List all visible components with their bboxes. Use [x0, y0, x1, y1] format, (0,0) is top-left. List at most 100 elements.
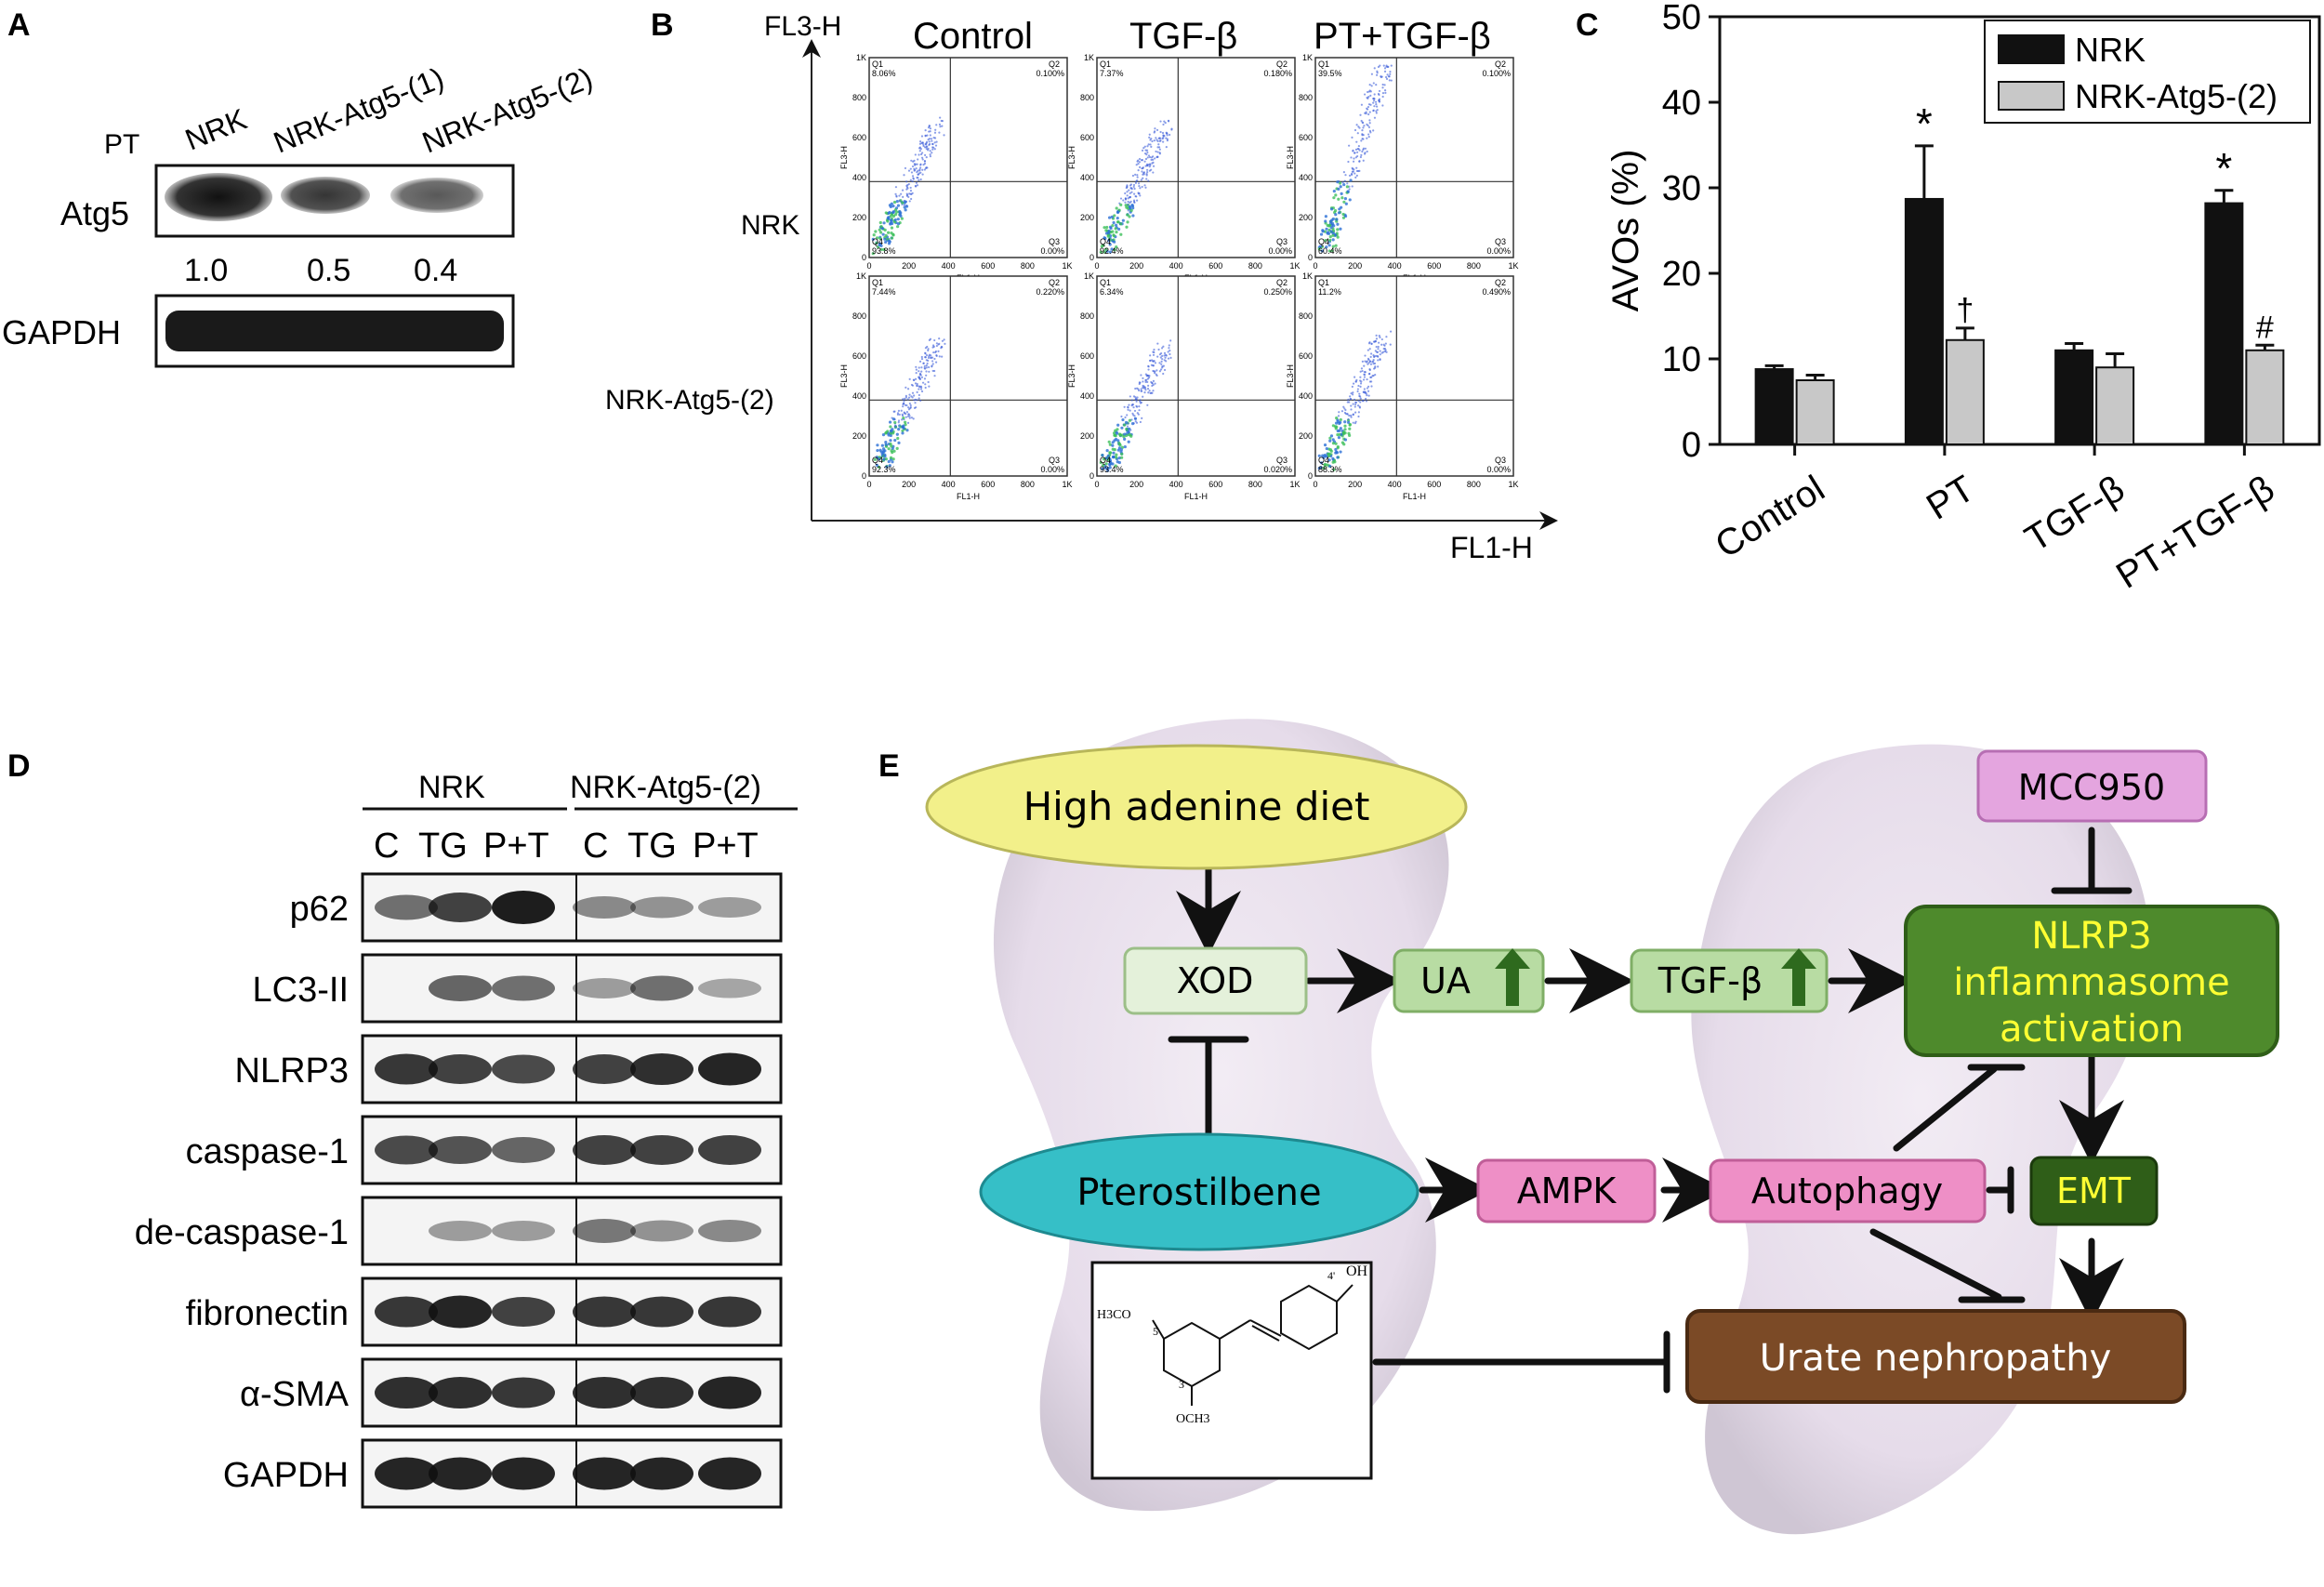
- event-dot: [1107, 440, 1111, 443]
- blot-label: fibronectin: [186, 1294, 349, 1333]
- event-dot: [1358, 160, 1361, 163]
- event-dot: [1367, 385, 1370, 388]
- event-dot: [1388, 75, 1391, 78]
- flow-y-axis-label: FL3-H: [764, 11, 841, 42]
- event-dot: [1136, 160, 1139, 163]
- event-dot: [1356, 404, 1360, 407]
- sub-x-tick: 800: [1021, 480, 1035, 489]
- event-dot: [931, 360, 934, 363]
- blot-band: [573, 1054, 636, 1084]
- event-dot: [1343, 196, 1348, 201]
- event-dot: [1344, 202, 1348, 205]
- event-dot: [909, 190, 913, 192]
- event-dot: [1128, 215, 1131, 218]
- event-dot: [1112, 451, 1116, 455]
- sub-x-tick: 600: [1427, 480, 1441, 489]
- event-dot: [1138, 405, 1141, 408]
- event-dot: [1380, 75, 1382, 78]
- event-dot: [1101, 463, 1105, 468]
- blot-band: [698, 978, 761, 998]
- event-dot: [893, 425, 896, 428]
- event-dot: [1126, 425, 1129, 428]
- event-dot: [890, 226, 894, 230]
- event-dot: [885, 465, 889, 469]
- event-dot: [1366, 137, 1368, 139]
- event-dot: [894, 213, 898, 217]
- event-dot: [1364, 147, 1367, 150]
- event-dot: [1348, 401, 1351, 403]
- event-dot: [1144, 186, 1147, 189]
- event-dot: [1378, 341, 1380, 344]
- event-dot: [913, 167, 916, 170]
- event-dot: [1349, 395, 1352, 398]
- event-dot: [1350, 156, 1353, 159]
- event-dot: [1358, 394, 1361, 398]
- event-dot: [1367, 390, 1370, 392]
- event-dot: [1140, 374, 1142, 377]
- flow-x-axis-label: FL1-H: [1450, 531, 1533, 564]
- event-dot: [1381, 86, 1384, 89]
- blot-band: [698, 897, 761, 918]
- event-dot: [1137, 163, 1140, 165]
- event-dot: [925, 370, 928, 373]
- sub-y-label: FL3-H: [1067, 364, 1076, 388]
- event-dot: [1360, 119, 1363, 123]
- event-dot: [1169, 339, 1172, 342]
- event-dot: [880, 452, 884, 456]
- event-dot: [1129, 183, 1133, 186]
- event-dot: [1153, 360, 1155, 363]
- event-dot: [920, 376, 924, 378]
- event-dot: [923, 377, 927, 380]
- sub-x-tick: 800: [1248, 261, 1262, 271]
- event-dot: [911, 391, 915, 394]
- event-dot: [925, 364, 928, 367]
- event-dot: [1339, 185, 1342, 189]
- event-dot: [1131, 412, 1134, 415]
- event-dot: [927, 356, 931, 360]
- node-emt: EMT: [2029, 1156, 2159, 1226]
- event-dot: [1358, 392, 1361, 395]
- legend-label: NRK: [2075, 31, 2146, 69]
- event-dot: [1377, 355, 1380, 358]
- quadrant-value-q4: 88.3%: [1318, 465, 1342, 474]
- event-dot: [1375, 345, 1378, 349]
- event-dot: [1140, 390, 1142, 392]
- event-dot: [1136, 176, 1139, 179]
- event-dot: [1337, 211, 1341, 215]
- sub-x-tick: 0: [1094, 261, 1099, 271]
- event-dot: [1114, 223, 1118, 227]
- event-dot: [1381, 95, 1384, 99]
- event-dot: [926, 362, 929, 365]
- event-dot: [1384, 75, 1388, 79]
- event-dot: [1142, 147, 1145, 150]
- western-blot-row: NLRP3: [235, 1034, 783, 1104]
- event-dot: [1389, 330, 1393, 333]
- legend-swatch: [1998, 34, 2065, 64]
- event-dot: [1131, 214, 1135, 218]
- event-dot: [931, 363, 934, 365]
- event-dot: [905, 188, 908, 191]
- event-dot: [1368, 372, 1371, 376]
- blot-band: [375, 894, 438, 920]
- event-dot: [917, 177, 919, 179]
- event-dot: [906, 421, 910, 425]
- event-dot: [884, 441, 888, 444]
- event-dot: [1105, 448, 1109, 453]
- y-tick-label: 30: [1662, 169, 1701, 208]
- event-dot: [933, 141, 936, 144]
- event-dot: [1320, 249, 1324, 253]
- lane-tg-2: TG: [627, 827, 677, 866]
- event-dot: [1389, 73, 1392, 75]
- event-dot: [891, 428, 894, 431]
- event-dot: [931, 142, 934, 146]
- event-dot: [1325, 446, 1328, 451]
- event-dot: [919, 178, 922, 181]
- event-dot: [1359, 376, 1362, 378]
- event-dot: [1346, 413, 1349, 416]
- event-dot: [1317, 247, 1321, 251]
- event-dot: [1370, 85, 1373, 87]
- blot-band: [698, 1376, 761, 1409]
- svg-text:AMPK: AMPK: [1517, 1170, 1618, 1211]
- event-dot: [884, 457, 888, 461]
- event-dot: [1112, 220, 1116, 225]
